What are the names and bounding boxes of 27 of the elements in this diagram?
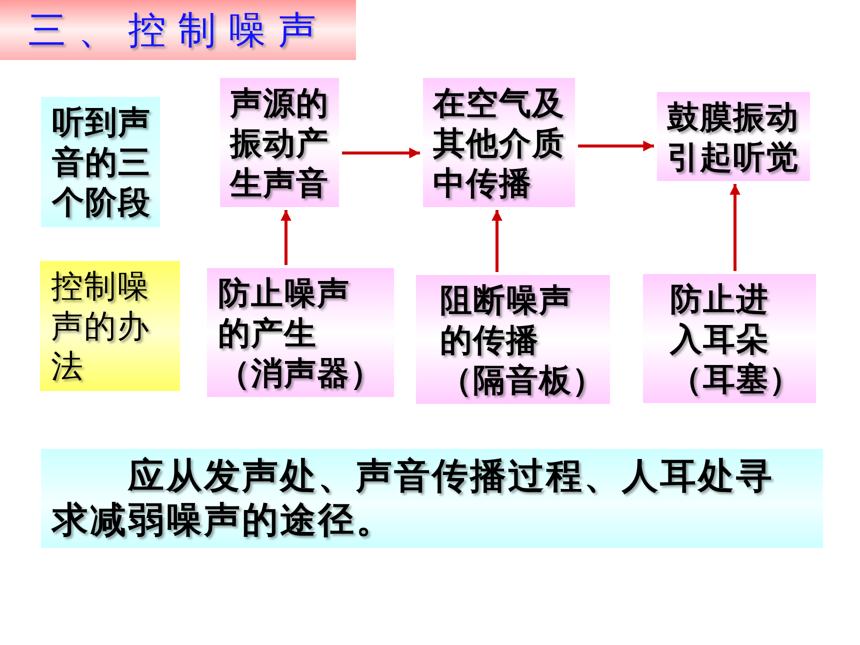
arrow bbox=[492, 210, 502, 272]
box-text: 听到声音的三个阶段 bbox=[52, 102, 152, 222]
box-text: （隔音板） bbox=[440, 360, 605, 400]
box-text: 控制噪声的办法 bbox=[51, 266, 151, 386]
method-label-box bbox=[40, 261, 180, 391]
arrow bbox=[578, 140, 654, 152]
method-box bbox=[207, 268, 394, 397]
stage-label-box bbox=[41, 97, 160, 227]
arrow bbox=[342, 148, 420, 158]
conclusion-box bbox=[41, 449, 823, 548]
box-text: 在空气及其他介质中传播 bbox=[433, 82, 566, 202]
box-text: 声源的振动产生声音 bbox=[230, 82, 330, 202]
stage-box bbox=[220, 78, 339, 207]
box-text: 防止进入耳朵 bbox=[670, 278, 770, 358]
box-text: 应从发声处、声音传播过程、人耳处寻求减弱噪声的途径。 bbox=[52, 454, 775, 542]
box-text: （耳塞） bbox=[670, 358, 802, 398]
title-heading: 三、控制噪声 bbox=[0, 0, 356, 60]
box-text: （消声器） bbox=[218, 352, 383, 392]
arrow bbox=[730, 184, 740, 271]
arrow bbox=[280, 210, 292, 265]
box-text: 鼓膜振动引起听觉 bbox=[667, 96, 800, 176]
box-text: 防止噪声的产生 bbox=[218, 272, 351, 352]
method-box bbox=[643, 274, 816, 403]
stage-box bbox=[657, 92, 810, 181]
method-box bbox=[416, 275, 610, 404]
box-text: 阻断噪声的传播 bbox=[440, 280, 573, 360]
stage-box bbox=[423, 78, 575, 207]
